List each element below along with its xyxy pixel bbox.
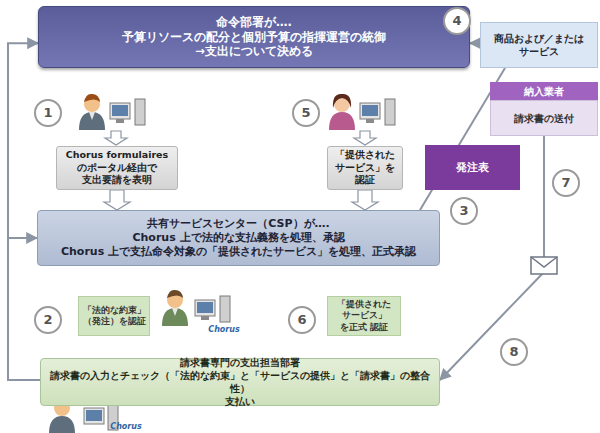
- node-text: 支払い: [225, 395, 255, 408]
- callout-number: 1: [23, 105, 73, 121]
- computer-icon: [360, 99, 395, 125]
- node-text: 発注表: [456, 161, 489, 175]
- block-arrow: [104, 190, 130, 210]
- callout-number: 2: [23, 312, 73, 328]
- computer-tower: [385, 99, 395, 125]
- node-text: 請求書専門の支出担当部署: [180, 356, 300, 369]
- node-text: 命令部署が….: [216, 15, 292, 30]
- block-arrow: [354, 131, 376, 145]
- user-hair: [167, 290, 183, 298]
- envelope-flap: [531, 257, 557, 267]
- validation-box: 「提供された サービス」を正式 認証: [327, 296, 401, 336]
- computer-tower: [135, 99, 145, 125]
- user-icon: [329, 94, 355, 130]
- node-text: Chorus formulaires のポータル経由で 支出要請を表明: [59, 149, 175, 186]
- monitor-screen: [197, 302, 213, 313]
- order-form-box: 発注表: [425, 145, 520, 190]
- user-icon: [162, 290, 188, 326]
- csp-box: 共有サービスセンター（CSP）が….Chorus 上で法的な支払義務を処理、承認…: [37, 210, 440, 266]
- request-box: Chorus formulaires のポータル経由で 支出要請を表明: [56, 146, 178, 190]
- monitor: [360, 103, 380, 119]
- block-arrow: [352, 190, 378, 210]
- user-icon: [79, 94, 105, 130]
- monitor-stand: [201, 316, 209, 320]
- node-text: Chorus 上で法的な支払義務を処理、承認: [132, 231, 344, 245]
- node-text: 商品および／または サービス: [493, 32, 585, 58]
- callout-number: 7: [541, 175, 591, 191]
- node-text: 請求書の送付: [514, 112, 574, 125]
- flow-line: [8, 238, 40, 380]
- goods-box: 商品および／または サービス: [480, 22, 598, 68]
- callout-number: 8: [489, 344, 539, 360]
- monitor-stand: [116, 119, 124, 123]
- user-collar: [89, 112, 95, 120]
- node-text: 予算リソースの配分と個別予算の指揮運営の統御: [122, 30, 386, 45]
- user-body: [329, 112, 355, 130]
- user-hair: [333, 94, 351, 108]
- envelope-icon: [531, 257, 557, 274]
- monitor-stand: [366, 119, 374, 123]
- service-box: 「提供された サービス」を 認証: [327, 146, 403, 190]
- node-text: 納入業者: [524, 85, 564, 98]
- user-hair: [84, 94, 100, 102]
- monitor-screen: [112, 105, 128, 116]
- callout-number: 5: [281, 105, 331, 121]
- chorus-logo: Chorus: [101, 419, 151, 433]
- supplier-tab: 納入業者: [490, 82, 598, 100]
- monitor: [84, 408, 104, 424]
- user-body: [79, 112, 105, 130]
- node-text: →支出について決める: [195, 44, 313, 59]
- node-text: 「提供された サービス」を 認証: [330, 149, 400, 186]
- computer-tower: [220, 296, 230, 322]
- node-text: 「法的な約束」 （発注）を認証: [80, 305, 148, 327]
- flow-line: [8, 43, 40, 380]
- monitor: [110, 103, 130, 119]
- user-body: [49, 416, 75, 433]
- computer-icon: [195, 296, 230, 322]
- envelope-body: [531, 257, 557, 274]
- computer-icon: [110, 99, 145, 125]
- monitor: [195, 300, 215, 316]
- monitor-screen: [86, 410, 102, 421]
- flow-line: [470, 42, 480, 44]
- block-arrow: [105, 131, 127, 145]
- node-text: Chorus 上で支払命令対象の「提供されたサービス」を処理、正式承認: [61, 245, 416, 259]
- monitor-screen: [362, 105, 378, 116]
- payment-box: 請求書専門の支出担当部署請求書の入力とチェック（「法的な約束」と「サービスの提供…: [40, 358, 440, 406]
- authority-box: 命令部署が….予算リソースの配分と個別予算の指揮運営の統御→支出について決める: [38, 6, 470, 68]
- callout-number: 4: [432, 13, 482, 29]
- invoice-send-box: 請求書の送付: [490, 100, 598, 136]
- commitment-box: 「法的な約束」 （発注）を認証: [78, 296, 150, 336]
- node-text: 「提供された サービス」を正式 認証: [329, 299, 399, 332]
- node-text: 共有サービスセンター（CSP）が….: [147, 217, 329, 231]
- node-text: 請求書の入力とチェック（「法的な約束」と「サービスの提供」と「請求書」の整合性）: [45, 369, 435, 395]
- user-body: [162, 308, 188, 326]
- callout-number: 3: [439, 203, 489, 219]
- chorus-logo: Chorus: [199, 322, 249, 338]
- callout-number: 6: [277, 312, 327, 328]
- user-collar: [172, 308, 178, 316]
